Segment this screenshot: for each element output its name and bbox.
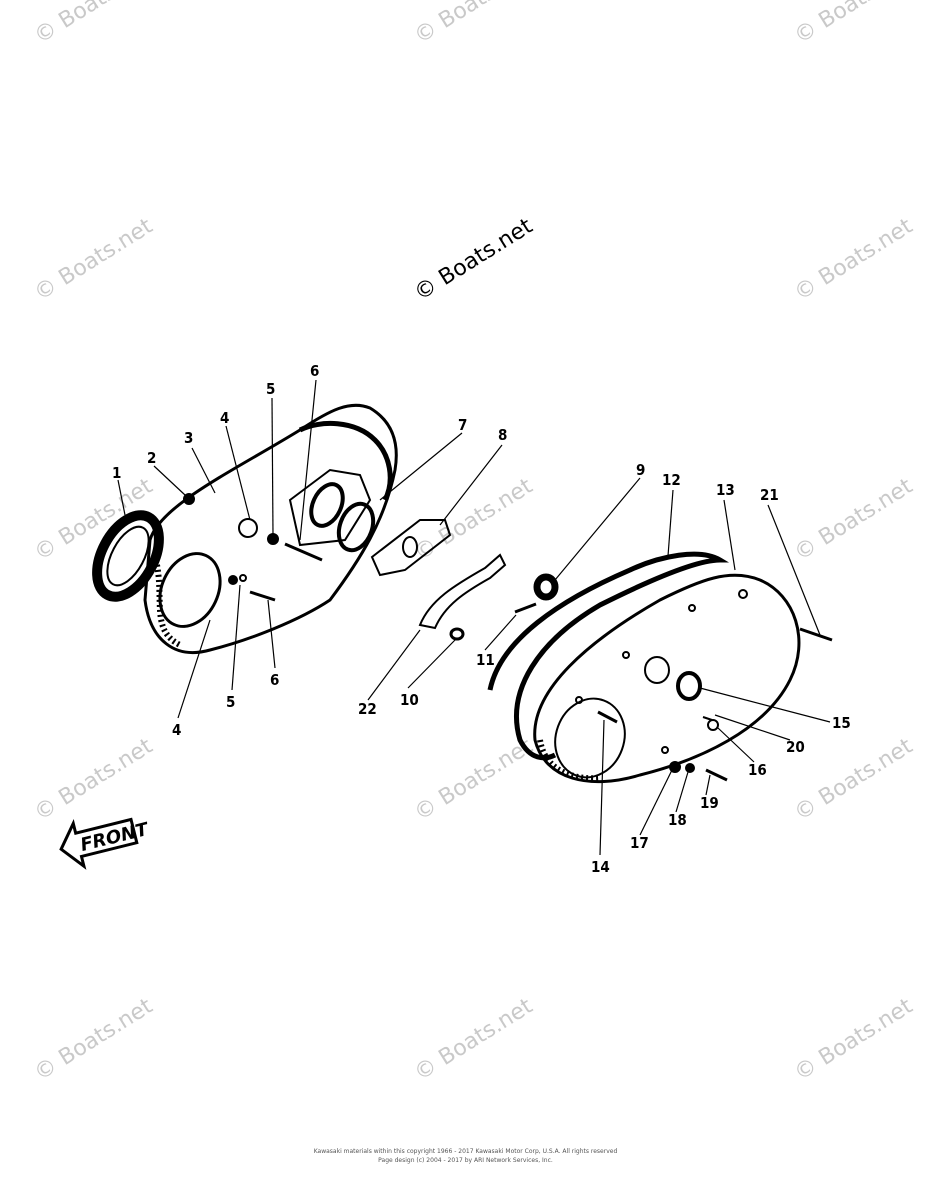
inner-cover-assembly — [84, 403, 507, 655]
part-17-washer[interactable] — [669, 761, 681, 773]
part-20-screw[interactable] — [702, 716, 713, 721]
part-6-bolt-lower[interactable] — [249, 590, 276, 602]
outer-cover-assembly — [487, 551, 833, 783]
callout-17: 17 — [630, 834, 649, 852]
callout-19: 19 — [700, 794, 719, 812]
part-21-screw[interactable] — [799, 627, 833, 642]
callout-5-lower: 5 — [226, 693, 235, 711]
footer-line-1: Kawasaki materials within this copyright… — [313, 1148, 618, 1155]
callout-16: 16 — [748, 761, 767, 779]
callout-2: 2 — [147, 449, 156, 467]
part-10-washer[interactable] — [449, 627, 465, 641]
part-14-screw[interactable] — [597, 710, 618, 724]
leader-lines — [117, 379, 831, 856]
callout-numbers: 1 2 3 4 4 5 5 6 6 7 8 9 10 11 12 13 14 1… — [112, 362, 851, 876]
part-6-bolt[interactable] — [284, 542, 323, 562]
part-15-cap[interactable] — [676, 671, 702, 701]
callout-6-upper: 6 — [310, 362, 319, 380]
callout-12: 12 — [662, 471, 681, 489]
part-22-clamp[interactable] — [418, 553, 507, 630]
callout-1: 1 — [112, 464, 121, 482]
part-18-nut[interactable] — [685, 763, 695, 773]
part-19-bolt[interactable] — [705, 768, 728, 782]
callout-4-lower: 4 — [172, 721, 181, 739]
callout-22: 22 — [358, 700, 377, 718]
part-3-inner-cover[interactable] — [143, 403, 398, 655]
callout-14: 14 — [591, 858, 610, 876]
part-12-gasket[interactable] — [487, 551, 730, 761]
part-16-screw[interactable] — [707, 719, 719, 731]
callout-7: 7 — [458, 416, 467, 434]
footer-line-2: Page design (c) 2004 - 2017 by ARI Netwo… — [378, 1157, 553, 1164]
part-9-seal[interactable] — [533, 573, 559, 601]
callout-18: 18 — [668, 811, 687, 829]
callout-20: 20 — [786, 738, 805, 756]
part-7-bearing-plate[interactable] — [288, 468, 372, 547]
callout-21: 21 — [760, 486, 779, 504]
callout-15: 15 — [832, 714, 851, 732]
copyright-footer: Kawasaki materials within this copyright… — [0, 1147, 931, 1165]
callout-11: 11 — [476, 651, 495, 669]
part-8-plate[interactable] — [370, 519, 452, 577]
part-13-outer-cover[interactable] — [533, 573, 801, 783]
callout-9: 9 — [636, 461, 645, 479]
part-1-oil-seal[interactable] — [84, 505, 171, 607]
callout-13: 13 — [716, 481, 735, 499]
callout-8: 8 — [498, 426, 507, 444]
front-direction-arrow: FRONT — [59, 817, 152, 870]
callout-10: 10 — [400, 691, 419, 709]
callout-4-upper: 4 — [220, 409, 229, 427]
callout-6-lower: 6 — [270, 671, 279, 689]
part-7-o-ring[interactable] — [333, 499, 379, 555]
callout-5-upper: 5 — [266, 380, 275, 398]
callout-3: 3 — [184, 429, 193, 447]
part-11-bolt[interactable] — [514, 602, 537, 614]
arrow-icon — [59, 817, 139, 870]
